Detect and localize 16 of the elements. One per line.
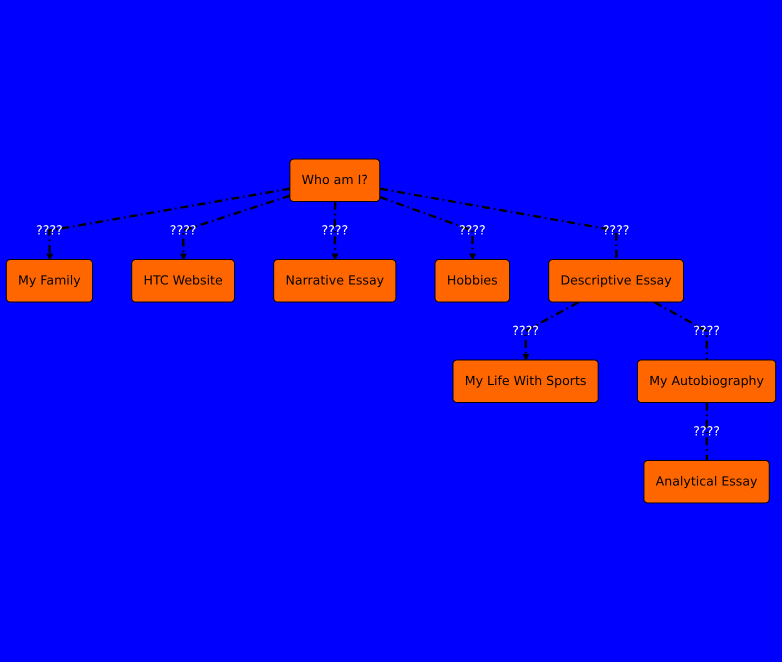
edge-label: ???? [693, 424, 720, 439]
edge-label: ???? [512, 323, 539, 338]
edge-label: ???? [602, 222, 630, 238]
rounded-box: Narrative Essay [273, 259, 396, 302]
edge-label: ???? [321, 222, 348, 238]
edge-label: ???? [458, 222, 486, 238]
rounded-box: Descriptive Essay [548, 259, 684, 302]
rounded-box: Hobbies [434, 259, 510, 302]
edge-label: ???? [170, 222, 196, 238]
edge-label: ???? [693, 323, 720, 338]
rounded-box: My Life With Sports [452, 360, 599, 403]
rounded-box: My Autobiography [637, 360, 776, 403]
rounded-box: Who am I? [289, 158, 380, 202]
rounded-box: HTC Website [131, 259, 235, 302]
rounded-box: My Family [6, 259, 93, 302]
rounded-box: Analytical Essay [644, 460, 770, 504]
